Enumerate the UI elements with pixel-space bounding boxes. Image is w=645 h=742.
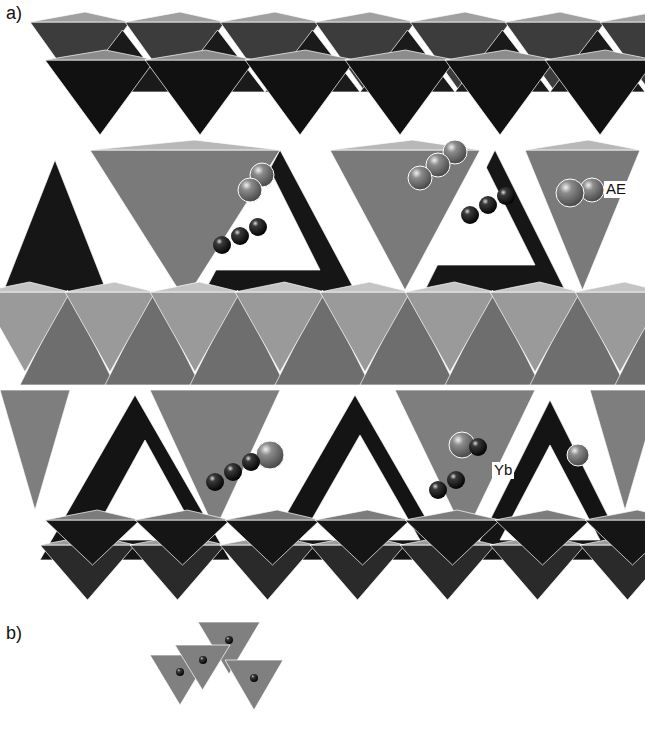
tetrahedron: [90, 150, 280, 300]
tetrahedron-top-face: [320, 282, 410, 292]
tetrahedron-top-face: [225, 510, 320, 520]
tetrahedron: [395, 390, 535, 535]
tetrahedron: [65, 292, 155, 372]
tetrahedron: [45, 60, 155, 135]
tetrahedron: [545, 60, 645, 135]
tetrahedron: [235, 292, 325, 372]
ae-atom: [408, 166, 432, 190]
tetrahedron: [495, 520, 590, 565]
tetrahedron-top-face: [315, 12, 415, 22]
tetrahedron-top-face: [145, 50, 255, 60]
tetrahedron-top-face: [345, 50, 455, 60]
tetrahedron-top-face: [575, 282, 645, 292]
tetrahedron-top-face: [65, 282, 155, 292]
yb-atom: [447, 471, 465, 489]
tetrahedron-top-face: [490, 282, 580, 292]
tetrahedron: [525, 150, 640, 290]
tetrahedron: [490, 292, 580, 372]
tetrahedron-top-face: [410, 12, 510, 22]
ae-atom: [556, 179, 584, 207]
yb-atom: [225, 636, 233, 644]
tetrahedron: [320, 292, 410, 372]
tetrahedron: [175, 645, 230, 690]
tetrahedron: [445, 60, 555, 135]
ae-atom: [238, 178, 262, 202]
tetrahedron-top-face: [235, 282, 325, 292]
tetrahedron: [330, 150, 480, 290]
tetrahedron-top-face: [90, 140, 280, 150]
tetrahedron-top-face: [125, 12, 225, 22]
yb-atom: [199, 656, 207, 664]
yb-atom: [213, 236, 231, 254]
tetrahedron: [0, 160, 110, 300]
tetrahedron: [145, 60, 255, 135]
tetrahedron-top-face: [545, 50, 645, 60]
tetrahedron: [405, 520, 500, 565]
tetrahedron: [590, 390, 645, 510]
tetrahedron-top-face: [30, 12, 130, 22]
ae-atom: [256, 441, 284, 469]
tetrahedron-top-face: [495, 510, 590, 520]
tetrahedron: [405, 292, 495, 372]
tetrahedron: [0, 390, 70, 510]
tetrahedron-top-face: [315, 510, 410, 520]
tetrahedron: [135, 520, 230, 565]
yb-atom: [242, 453, 260, 471]
yb-atom: [249, 218, 267, 236]
atom-label: Yb: [492, 462, 514, 479]
yb-atom: [250, 674, 258, 682]
tetrahedron-top-face: [0, 282, 70, 292]
tetrahedron: [585, 520, 645, 565]
yb-atom: [469, 438, 487, 456]
atom-label: AE: [604, 181, 628, 198]
tetrahedron: [345, 60, 455, 135]
tetrahedron-top-face: [445, 50, 555, 60]
tetrahedron-top-face: [245, 50, 355, 60]
tetrahedron-top-face: [585, 510, 645, 520]
yb-atom: [176, 668, 184, 676]
tetrahedron-top-face: [525, 140, 640, 150]
tetrahedron-top-face: [45, 50, 155, 60]
tetrahedron-top-face: [220, 12, 320, 22]
yb-atom: [479, 196, 497, 214]
yb-atom: [231, 227, 249, 245]
yb-atom: [206, 473, 224, 491]
yb-atom: [429, 481, 447, 499]
tetrahedron: [245, 60, 355, 135]
tetrahedron: [315, 520, 410, 565]
tetrahedron: [225, 520, 320, 565]
tetrahedron-top-face: [150, 282, 240, 292]
tetrahedron: [575, 292, 645, 372]
tetrahedron-top-face: [505, 12, 605, 22]
panel-label: b): [4, 624, 24, 644]
yb-atom: [461, 206, 479, 224]
tetrahedron: [150, 292, 240, 372]
tetrahedron-top-face: [405, 282, 495, 292]
tetrahedron-top-face: [135, 510, 230, 520]
tetrahedron-top-face: [45, 510, 140, 520]
tetrahedron-top-face: [600, 12, 645, 22]
yb-atom: [224, 463, 242, 481]
tetrahedron: [0, 292, 70, 372]
ae-atom: [567, 444, 589, 466]
panel-label: a): [4, 4, 24, 24]
tetrahedron: [225, 660, 283, 710]
tetrahedron-top-face: [405, 510, 500, 520]
yb-atom: [497, 187, 515, 205]
tetrahedron: [45, 520, 140, 565]
